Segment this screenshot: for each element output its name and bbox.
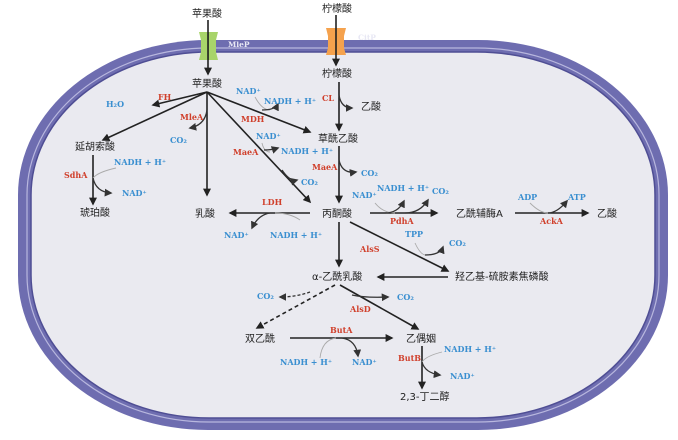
side-maea-co2: [281, 169, 299, 186]
side-sdha-nad: [92, 177, 113, 197]
cofactor-co2-diacetyl: CO₂: [257, 291, 274, 301]
side-diacetyl-co2: [278, 291, 311, 301]
cell-membrane: [18, 40, 668, 430]
side-ldh-nad: [251, 212, 271, 230]
side-tpp-co2: [424, 245, 445, 256]
cofactor-atp: ATP: [567, 192, 586, 202]
metabolite-lactate: 乳酸: [195, 207, 215, 220]
cofactor-nadh-maea: NADH + H⁺: [281, 146, 333, 156]
metabolite-pyruvate: 丙酮酸: [322, 207, 352, 220]
side-buta-nad: [341, 337, 362, 358]
arrow-malate-oxaloacetate: [206, 91, 312, 134]
cofactor-nadh-butb: NADH + H⁺: [444, 344, 496, 354]
side-maea2-co2: [338, 159, 358, 177]
cofactor-nad-ldh: NAD⁺: [224, 230, 249, 240]
metabolite-hydroxyethyl-tpp: 羟乙基-硫胺素焦磷酸: [455, 270, 549, 283]
enzyme-butb: ButB: [398, 353, 421, 363]
enzyme-pdha: PdhA: [390, 216, 414, 226]
arrow-pyruvate-hetpp: [349, 221, 450, 272]
cofactor-nad-maea: NAD⁺: [256, 131, 281, 141]
metabolite-butanediol: 2,3-丁二醇: [400, 390, 450, 403]
cofactor-nadh-pdha: NADH + H⁺: [377, 183, 429, 193]
enzyme-alsd: AlsD: [349, 304, 371, 314]
cofactor-co2-maea-2: CO₂: [361, 168, 378, 178]
enzyme-alss: AlsS: [359, 244, 380, 254]
metabolite-alpha-acetolactate: α-乙酰乳酸: [312, 270, 362, 283]
metabolite-fumarate: 延胡索酸: [75, 140, 115, 153]
metabolite-acetyl-coa: 乙酰辅酶A: [456, 207, 503, 220]
metabolite-malate-in: 苹果酸: [192, 77, 222, 90]
enzyme-ldh: LDH: [262, 197, 283, 207]
cofactor-nadh-sdha: NADH + H⁺: [114, 157, 166, 167]
metabolite-acetate-ack: 乙酸: [597, 207, 617, 220]
cofactor-co2-alss: CO₂: [449, 238, 466, 248]
side-pdha-nadh: [384, 199, 405, 214]
enzyme-buta: ButA: [330, 325, 353, 335]
cofactor-co2-pdha: CO₂: [432, 186, 449, 196]
cofactor-nadh-mdh: NADH + H⁺: [264, 96, 316, 106]
metabolite-malate-out: 苹果酸: [192, 7, 222, 20]
enzyme-fh: FH: [158, 92, 172, 102]
cofactor-tpp: TPP: [405, 229, 423, 239]
cofactor-nadh-buta: NADH + H⁺: [280, 357, 332, 367]
cofactor-co2-alsd: CO₂: [397, 292, 414, 302]
arrow-acetolactate-acetoin: [339, 284, 420, 330]
cofactor-nad-pdha: NAD⁺: [352, 190, 377, 200]
arrow-acetolactate-diacetyl: [255, 284, 336, 329]
side-cl-acetate: [338, 94, 354, 112]
metabolite-oxaloacetate: 草酰乙酸: [318, 132, 358, 145]
side-mdh-nadh: [261, 102, 279, 112]
metabolite-acetoin: 乙偶姻: [406, 332, 436, 345]
arrow-malate-h2o: [151, 91, 208, 108]
cofactor-nad-sdha: NAD⁺: [122, 188, 147, 198]
metabolite-succinate: 琥珀酸: [80, 206, 110, 219]
enzyme-sdha: SdhA: [64, 170, 88, 180]
enzyme-cl: CL: [322, 93, 334, 103]
metabolite-citrate-in: 柠檬酸: [322, 67, 352, 80]
cofactor-nad-buta: NAD⁺: [352, 357, 377, 367]
metabolite-citrate-out: 柠檬酸: [322, 2, 352, 15]
side-butb-nad: [421, 361, 442, 379]
side-acka-atp: [547, 199, 568, 214]
metabolite-acetate-cl: 乙酸: [361, 100, 381, 113]
cofactor-co2-mlea: CO₂: [170, 135, 187, 145]
cofactor-co2-maea-1: CO₂: [301, 177, 318, 187]
cofactor-nad-butb: NAD⁺: [450, 371, 475, 381]
cofactor-h2o: H₂O: [106, 99, 124, 109]
arrow-malate-fumarate: [101, 91, 208, 141]
side-alsd-co2: [351, 293, 390, 302]
cofactor-adp: ADP: [517, 192, 537, 202]
enzyme-maea-1: MaeA: [233, 147, 259, 157]
enzyme-mdh: MDH: [241, 114, 265, 124]
side-pdha-co2: [404, 198, 429, 214]
metabolite-diacetyl: 双乙酰: [245, 332, 275, 345]
cytoplasm: [30, 51, 656, 419]
cofactor-nad-mdh: NAD⁺: [236, 86, 261, 96]
enzyme-acka: AckA: [539, 216, 564, 226]
side-mlea-co2: [188, 109, 208, 131]
enzyme-mlea: MleA: [180, 112, 204, 122]
enzyme-maea-2: MaeA: [312, 162, 338, 172]
citp-label: CitP: [358, 33, 376, 42]
side-maea-nadh: [263, 146, 280, 154]
mlep-label: MleP: [228, 40, 250, 49]
cofactor-nadh-ldh: NADH + H⁺: [270, 230, 322, 240]
